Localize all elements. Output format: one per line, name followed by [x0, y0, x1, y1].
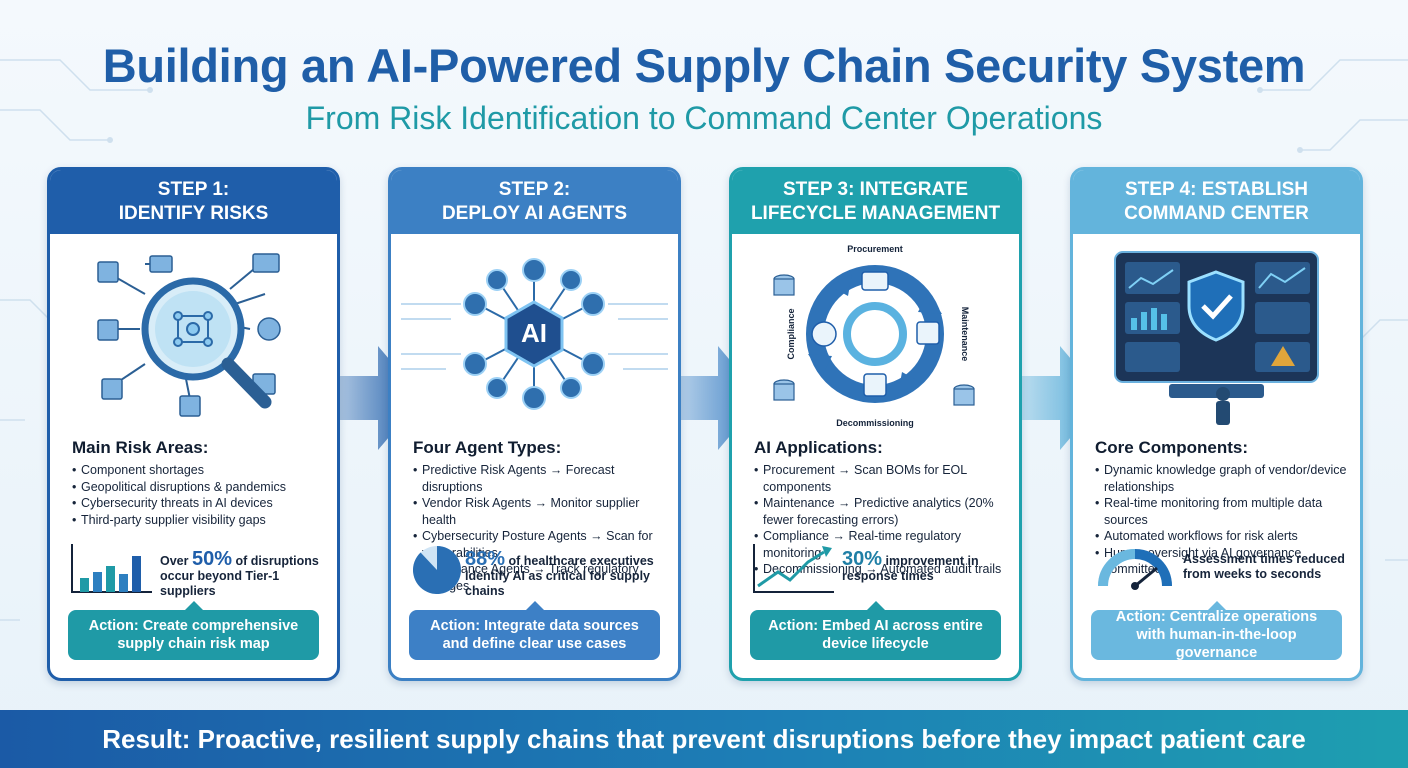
ai-hub-label: AI: [521, 318, 547, 348]
bullet-list: Procurement → Scan BOMs for EOL componen…: [754, 462, 1016, 578]
list-item: Third-party supplier visibility gaps: [72, 512, 334, 529]
step-heading: STEP 2: DEPLOY AI AGENTS: [391, 170, 678, 234]
list-item: Compliance → Real-time regulatory monito…: [754, 528, 1016, 561]
speedometer-icon: [1098, 549, 1172, 590]
step-title: IDENTIFY RISKS: [118, 203, 269, 224]
section-title: Main Risk Areas:: [72, 438, 209, 457]
cycle-label-bottom: Decommissioning: [836, 418, 914, 428]
cycle-label-right: Maintenance: [960, 307, 970, 362]
step-number: STEP 3: INTEGRATE: [782, 179, 969, 200]
list-item: Automated workflows for risk alerts: [1095, 528, 1357, 545]
stat-text: Assessment times reduced from weeks to s…: [1183, 552, 1358, 582]
bullet-list: Dynamic knowledge graph of vendor/device…: [1095, 462, 1357, 578]
bullet-list: Component shortages Geopolitical disrupt…: [72, 462, 334, 528]
cycle-label-top: Procurement: [847, 244, 903, 254]
list-item: Cybersecurity threats in AI devices: [72, 495, 334, 512]
trend-up-icon: [753, 544, 834, 593]
step-card-4: STEP 4: ESTABLISH COMMAND CENTER Core Co…: [1070, 167, 1363, 681]
list-item: Decommissioning → Automated audit trails: [754, 561, 1016, 578]
page-subtitle: From Risk Identification to Command Cent…: [305, 100, 1103, 136]
step-heading: STEP 3: INTEGRATE LIFECYCLE MANAGEMENT: [732, 170, 1019, 234]
bullet-list: Predictive Risk Agents → Forecast disrup…: [413, 462, 675, 594]
list-item: Procurement → Scan BOMs for EOL componen…: [754, 462, 1016, 495]
step-card-2: STEP 2: DEPLOY AI AGENTS AI Four Agent T…: [388, 167, 681, 681]
list-item: Dynamic knowledge graph of vendor/device…: [1095, 462, 1357, 495]
step-number: STEP 4: ESTABLISH: [1125, 179, 1308, 200]
stat-block: Assessment times reduced from weeks to s…: [1091, 542, 1353, 602]
stat-value: 50%: [191, 548, 233, 570]
step-number: STEP 2:: [498, 179, 571, 200]
action-callout: Action: Centralize operations with human…: [1091, 601, 1342, 661]
stat-description: improvement in response times: [842, 554, 979, 583]
ai-hub-icon: AI: [401, 258, 668, 410]
stat-value: 88%: [465, 548, 506, 570]
step-title: LIFECYCLE MANAGEMENT: [750, 203, 1001, 224]
page-title: Building an AI-Powered Supply Chain Secu…: [102, 39, 1306, 92]
lifecycle-cycle-icon: Procurement Decommissioning Compliance M…: [773, 244, 975, 428]
list-item: Component shortages: [72, 462, 334, 479]
command-center-icon: [1114, 251, 1319, 425]
stat-prefix: Over: [160, 554, 189, 568]
step-card-3: STEP 3: INTEGRATE LIFECYCLE MANAGEMENT P…: [729, 167, 1022, 681]
step-title: COMMAND CENTER: [1124, 203, 1309, 224]
action-callout: Action: Embed AI across entire device li…: [750, 601, 1001, 660]
list-item: Real-time monitoring from multiple data …: [1095, 495, 1357, 528]
list-item: Vendor Risk Agents → Monitor supplier he…: [413, 495, 675, 528]
action-callout: Action: Create comprehensive supply chai…: [68, 601, 319, 660]
list-item: Predictive Risk Agents → Forecast disrup…: [413, 462, 675, 495]
stat-block: Over 50% of disruptions occur beyond Tie…: [68, 542, 330, 602]
list-item: Maintenance → Predictive analytics (20% …: [754, 495, 1016, 528]
section-title: AI Applications:: [754, 438, 883, 457]
stat-block: 30% improvement in response times: [750, 542, 1012, 602]
step-heading: STEP 1: IDENTIFY RISKS: [50, 170, 337, 234]
stat-text: 30% improvement in response times: [842, 549, 1017, 584]
section-title: Core Components:: [1095, 438, 1248, 457]
action-callout: Action: Integrate data sources and defin…: [409, 601, 660, 660]
stat-description: of disruptions occur beyond Tier-1 suppl…: [160, 554, 319, 598]
stat-value: 30%: [842, 548, 883, 570]
list-item: Geopolitical disruptions & pandemics: [72, 479, 334, 496]
pie-chart-icon: [412, 546, 461, 594]
stat-description: Assessment times reduced from weeks to s…: [1183, 552, 1345, 581]
step-heading: STEP 4: ESTABLISH COMMAND CENTER: [1073, 170, 1360, 234]
stat-block: 88% of healthcare executives identify AI…: [409, 542, 671, 602]
stat-text: Over 50% of disruptions occur beyond Tie…: [160, 549, 335, 599]
cycle-label-left: Compliance: [786, 308, 796, 359]
step-card-1: STEP 1: IDENTIFY RISKS Main Risk Areas: …: [47, 167, 340, 681]
bar-chart-icon: [71, 544, 152, 593]
magnifier-network-icon: [97, 253, 281, 417]
step-number: STEP 1:: [157, 179, 230, 200]
step-title: DEPLOY AI AGENTS: [441, 203, 628, 224]
section-title: Four Agent Types:: [413, 438, 562, 457]
stat-description: of healthcare executives identify AI as …: [465, 554, 654, 598]
stat-text: 88% of healthcare executives identify AI…: [465, 549, 675, 599]
result-banner: Result: Proactive, resilient supply chai…: [0, 710, 1408, 768]
